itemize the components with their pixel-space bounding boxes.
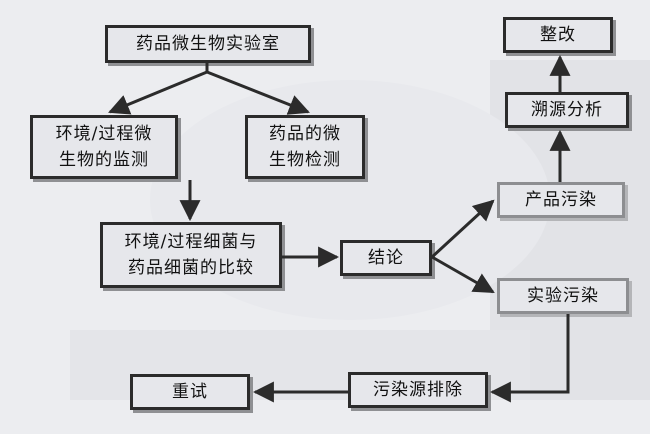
arrow-conclusion-to-product (430, 199, 495, 259)
node-product-contamination-label: 产品污染 (525, 190, 597, 210)
arrow-lab-to-env (108, 70, 208, 115)
node-bacteria-comparison-label: 环境/过程细菌与 药品细菌的比较 (124, 232, 258, 278)
node-retest: 重试 (130, 374, 250, 410)
node-retest-label: 重试 (172, 382, 208, 402)
node-microbiology-lab-label: 药品微生物实验室 (136, 34, 280, 54)
node-environment-monitoring: 环境/过程微 生物的监测 (30, 115, 178, 179)
node-rectification-label: 整改 (540, 25, 576, 45)
node-lab-contamination: 实验污染 (497, 278, 629, 314)
node-lab-contamination-label: 实验污染 (527, 286, 599, 306)
node-drug-microbial-testing: 药品的微 生物检测 (245, 115, 365, 179)
node-contamination-elimination-label: 污染源排除 (373, 380, 463, 400)
arrow-conclusion-to-lab (431, 255, 495, 294)
node-trace-analysis-label: 溯源分析 (531, 100, 603, 120)
node-drug-microbial-testing-label: 药品的微 生物检测 (269, 124, 341, 170)
node-conclusion-label: 结论 (368, 248, 404, 268)
node-contamination-elimination: 污染源排除 (348, 372, 488, 408)
node-environment-monitoring-label: 环境/过程微 生物的监测 (55, 124, 153, 170)
node-conclusion: 结论 (340, 240, 432, 276)
arrow-lab-to-eliminate (489, 314, 570, 403)
node-rectification: 整改 (503, 17, 613, 53)
node-product-contamination: 产品污染 (497, 182, 625, 218)
node-microbiology-lab: 药品微生物实验室 (105, 25, 311, 63)
node-bacteria-comparison: 环境/过程细菌与 药品细菌的比较 (100, 222, 282, 288)
node-trace-analysis: 溯源分析 (505, 92, 629, 128)
arrow-lab-to-drug (206, 70, 310, 115)
